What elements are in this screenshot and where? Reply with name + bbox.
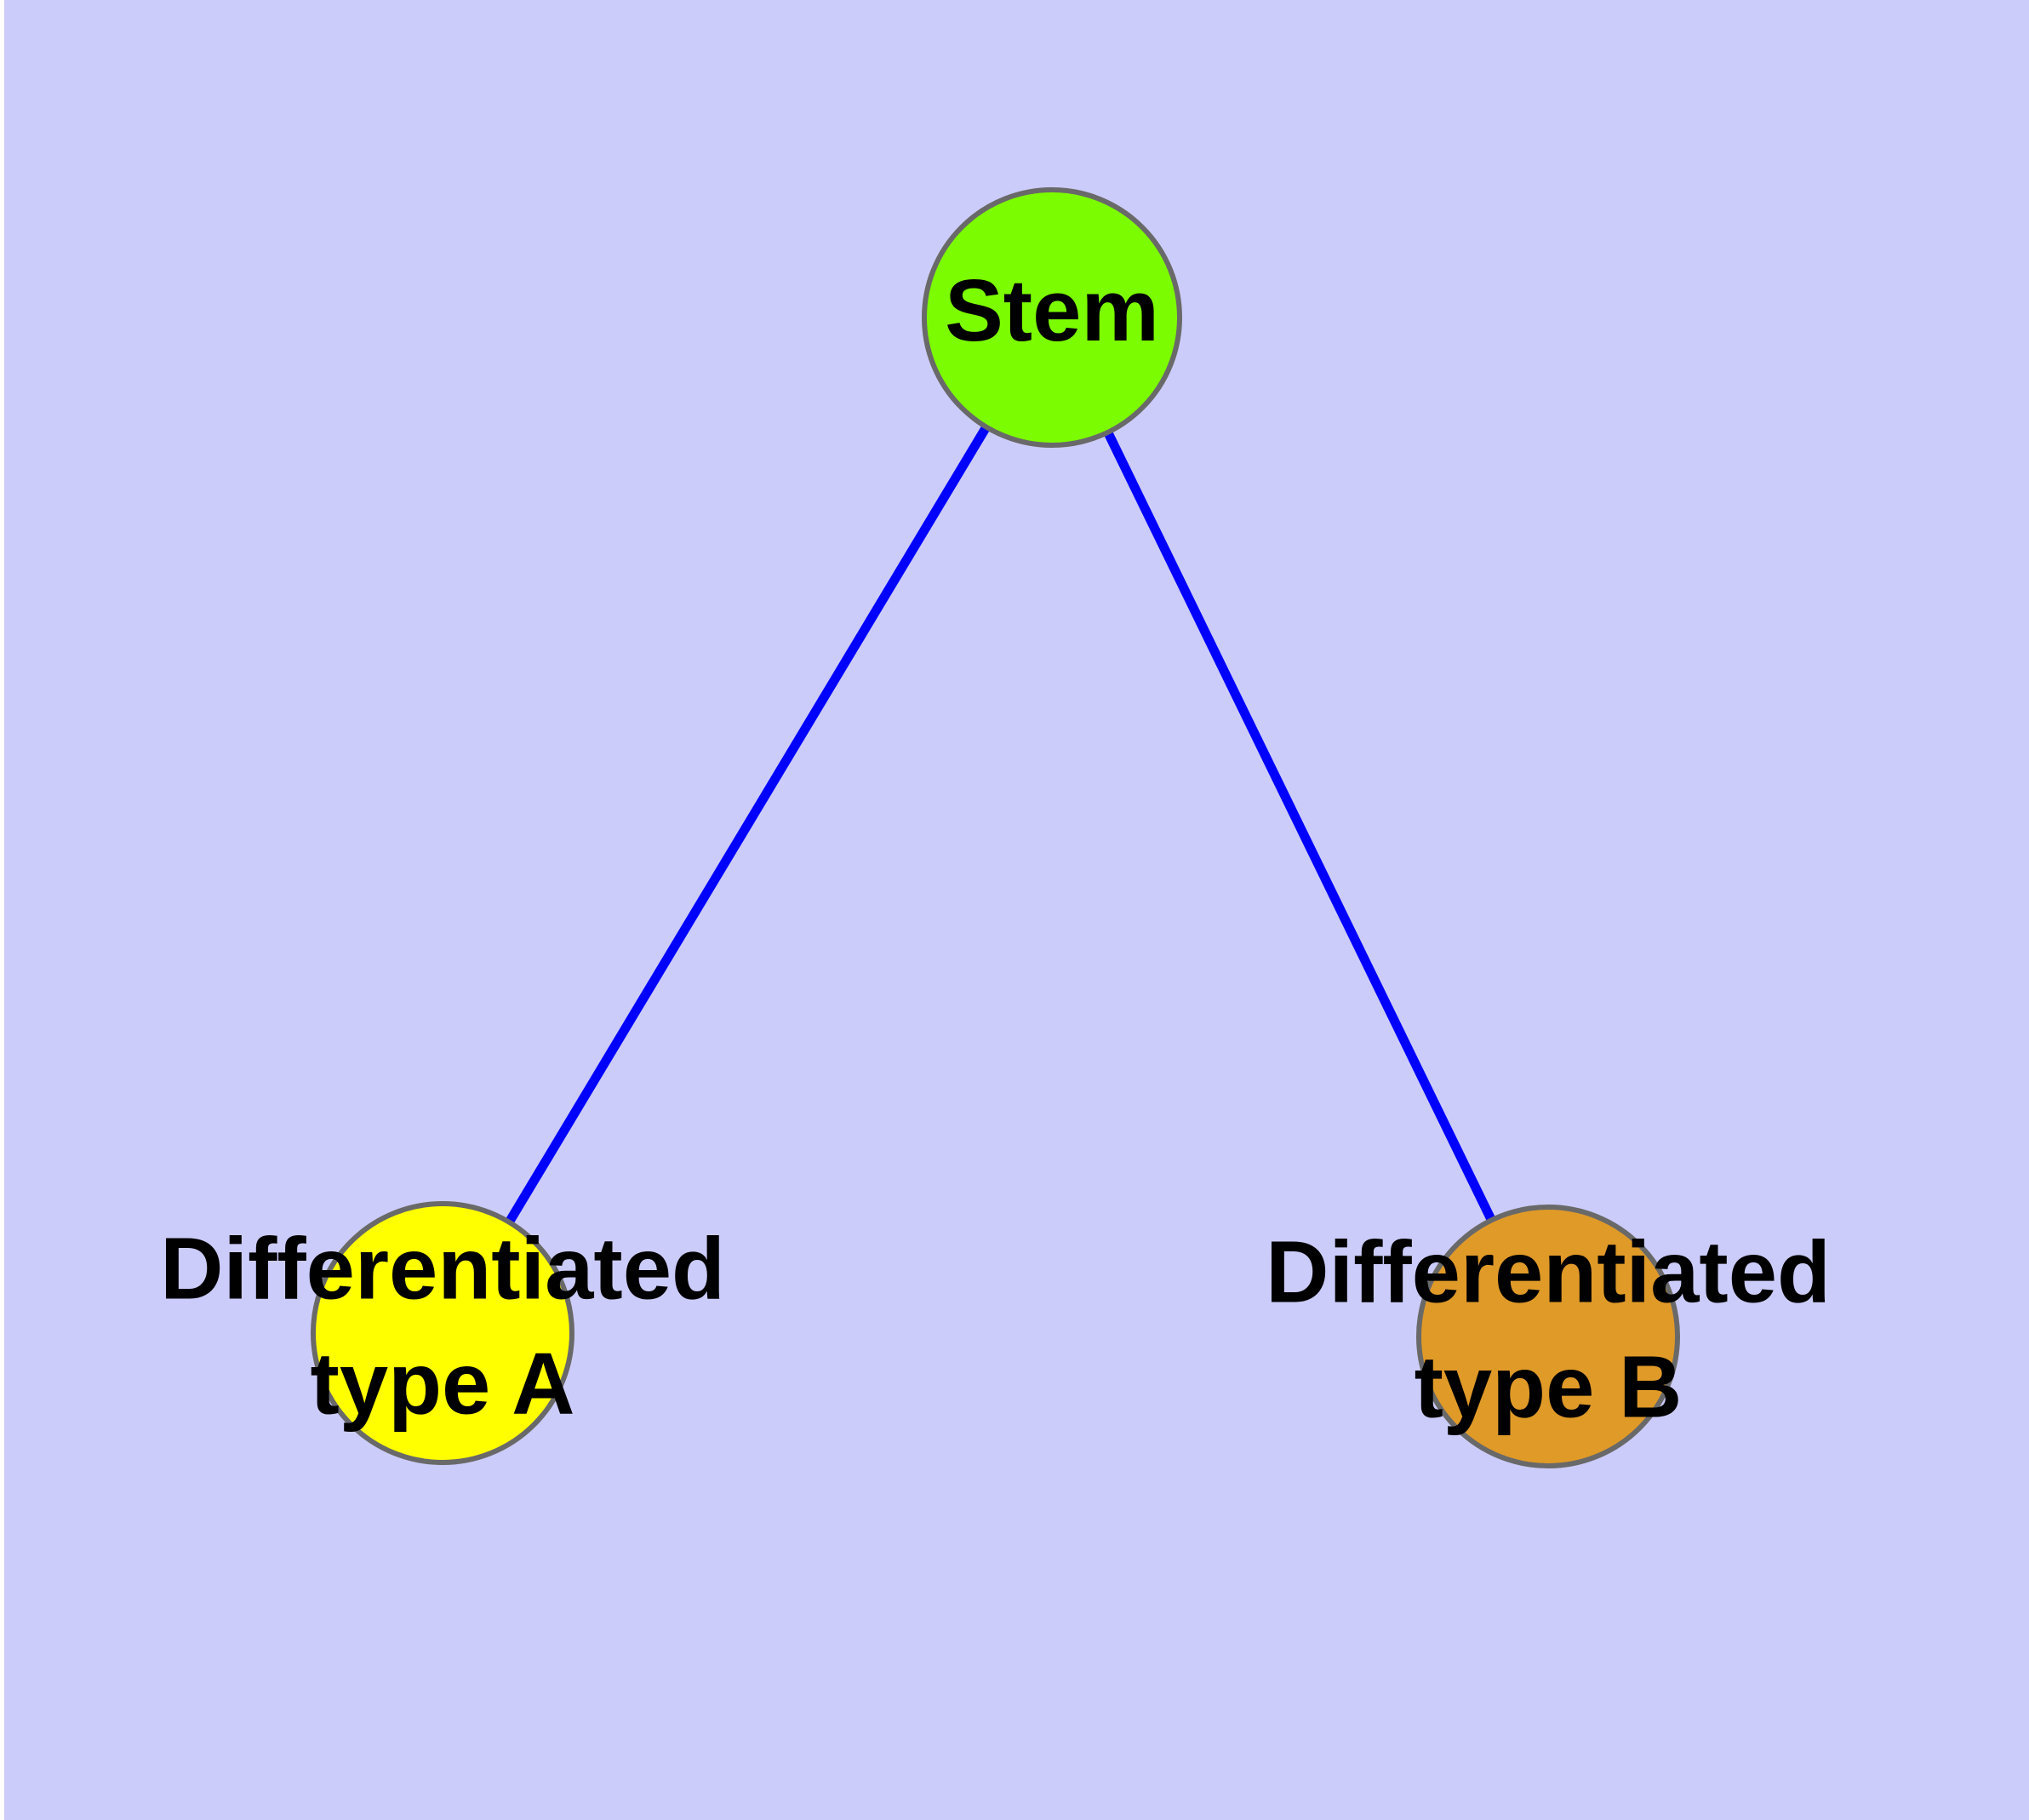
- node-circle-diff-b[interactable]: [1416, 1205, 1680, 1468]
- node-stem[interactable]: Stem: [922, 187, 1182, 448]
- node-label-line: Differentiated: [160, 1220, 725, 1318]
- node-circle-diff-a[interactable]: [311, 1201, 574, 1465]
- node-label-line: type A: [311, 1335, 575, 1433]
- node-label-diff-b: Differentiated type B: [1266, 1223, 1831, 1436]
- node-label-diff-a: Differentiated type A: [160, 1220, 725, 1433]
- node-label-line: Differentiated: [1266, 1223, 1831, 1321]
- node-label-line: Stem: [945, 261, 1159, 359]
- node-label-stem: Stem: [945, 261, 1159, 359]
- node-diff-a[interactable]: Differentiated type A: [160, 1201, 725, 1465]
- node-circle-stem[interactable]: [922, 187, 1182, 448]
- edge-stem-to-diff-b: [1048, 315, 1552, 1339]
- edge-stem-to-diff-a: [438, 315, 1056, 1336]
- node-label-line: type B: [1415, 1338, 1683, 1436]
- edges-layer: [438, 315, 1552, 1339]
- node-diff-b[interactable]: Differentiated type B: [1266, 1205, 1831, 1468]
